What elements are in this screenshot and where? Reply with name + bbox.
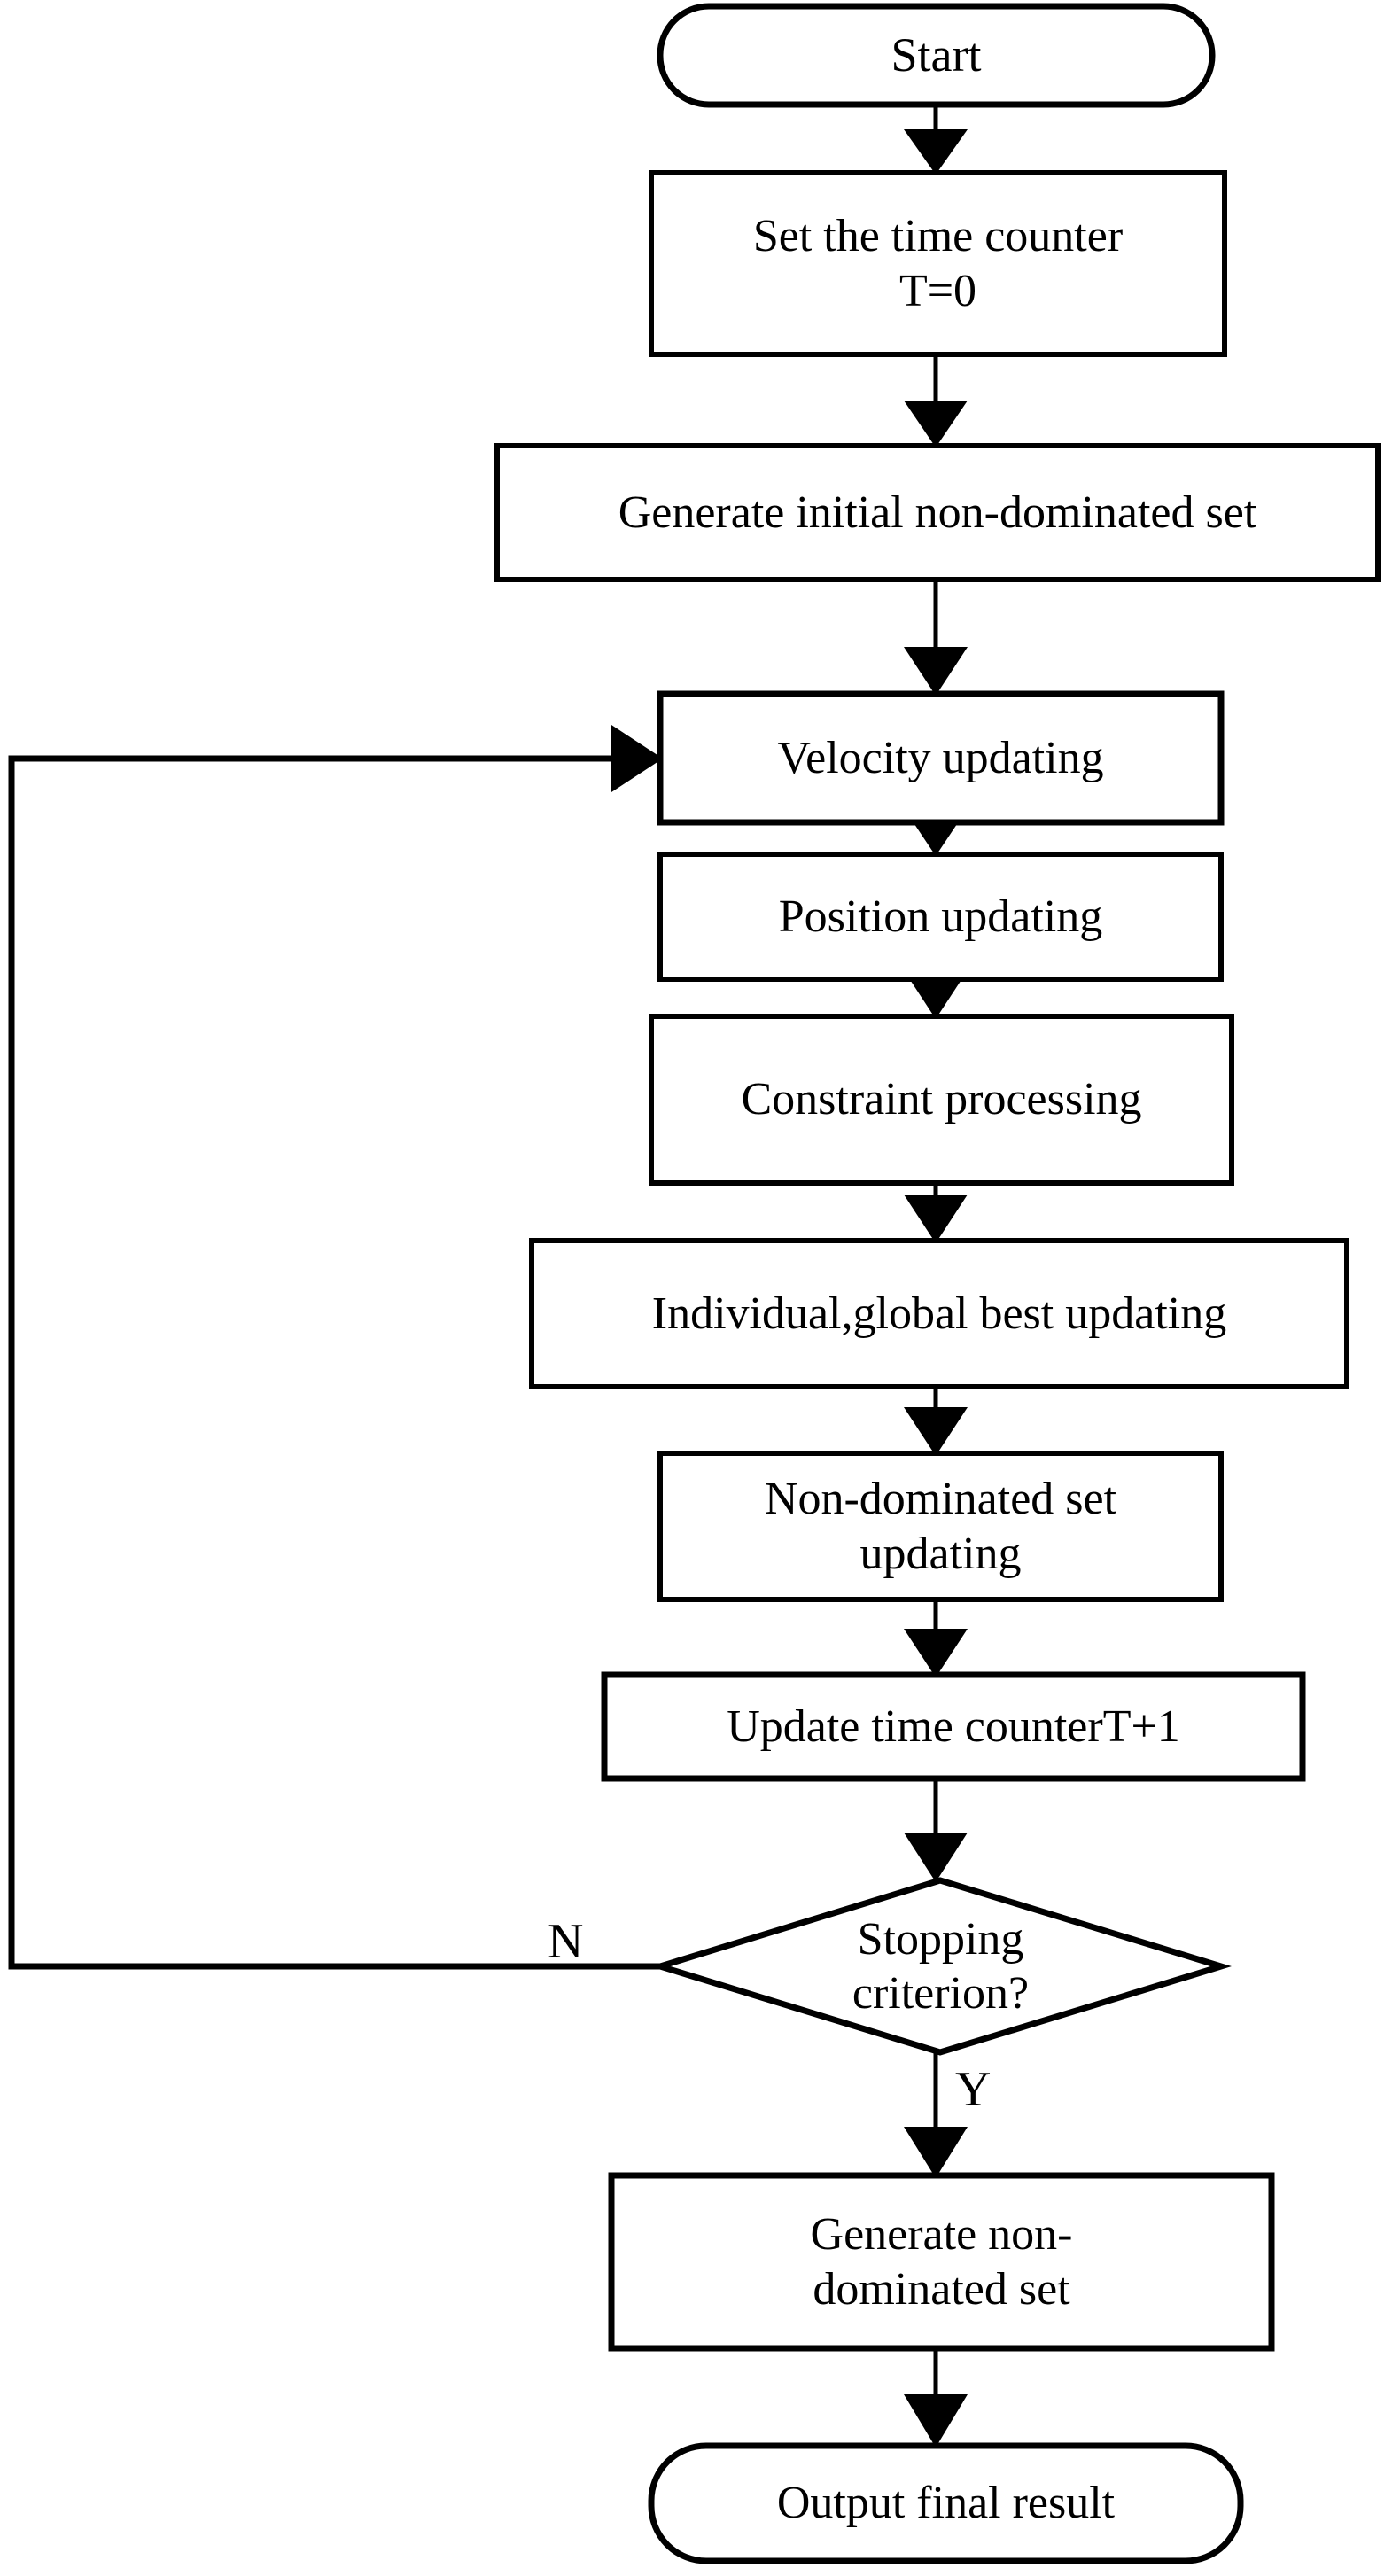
edge-stopping-no-loop-back [8, 725, 663, 1970]
edge-label-no-branch: N [548, 1914, 584, 1969]
node-shape-start[interactable] [657, 3, 1216, 108]
node-shape-set-time-counter[interactable] [649, 170, 1227, 357]
edge-generate-final-to-output [904, 2348, 968, 2448]
node-shape-generate-initial-set[interactable] [494, 443, 1381, 582]
node-shape-position-updating[interactable] [657, 852, 1224, 982]
edge-update-time-to-stopping [904, 1778, 968, 1882]
node-shape-stopping-criterion[interactable] [649, 1877, 1232, 2056]
node-shape-non-dominated-set-updating[interactable] [657, 1451, 1224, 1602]
edge-stopping-yes-to-generate-final [904, 2052, 968, 2178]
edge-generate-initial-set-to-velocity [904, 580, 968, 696]
node-shape-constraint-processing[interactable] [649, 1014, 1234, 1186]
shape-layer [494, 3, 1381, 2564]
edge-start-to-set-time-counter [904, 105, 968, 175]
node-shape-generate-non-dominated-set[interactable] [608, 2172, 1275, 2352]
node-shape-velocity-updating[interactable] [657, 690, 1225, 826]
edge-label-yes-branch: Y [955, 2062, 992, 2117]
connector-layer [8, 105, 968, 2448]
node-shape-update-time-counter[interactable] [601, 1671, 1306, 1782]
edge-set-time-counter-to-generate-initial-set [904, 354, 968, 447]
edge-non-dominated-updating-to-update-time [904, 1599, 968, 1677]
edge-individual-global-to-non-dominated-updating [904, 1387, 968, 1456]
edge-constraint-to-individual-global [904, 1183, 968, 1243]
node-shape-individual-global-best-updating[interactable] [529, 1238, 1349, 1389]
node-shape-output-final-result[interactable] [648, 2442, 1244, 2564]
